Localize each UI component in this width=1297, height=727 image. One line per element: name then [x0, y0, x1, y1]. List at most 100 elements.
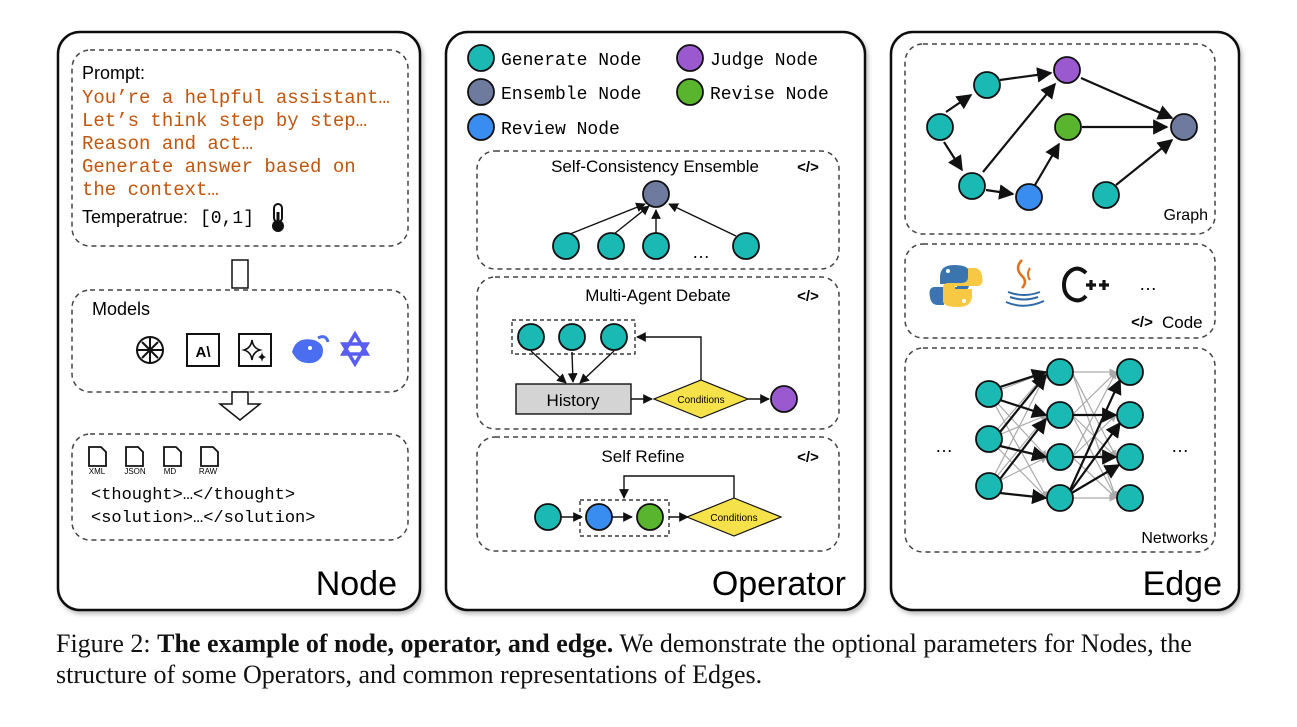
self-refine: Self Refine </> Conditions — [476, 436, 840, 552]
output-neuron — [1116, 484, 1144, 512]
review-node-swatch — [467, 113, 495, 141]
ensemble-title: Self-Consistency Ensemble — [551, 157, 759, 176]
ensemble-node — [642, 180, 670, 208]
flow-arrow — [217, 391, 263, 421]
judge-node — [1053, 56, 1081, 84]
input-neuron — [975, 472, 1003, 500]
prompt-line: the context… — [82, 179, 219, 201]
figure-diagram: Prompt: You’re a helpful assistant… Let’… — [56, 30, 1241, 612]
conditions-label: Conditions — [677, 395, 724, 406]
debate-title: Multi-Agent Debate — [585, 286, 731, 305]
caption-bold: The example of node, operator, and edge. — [157, 629, 614, 658]
networks-ellipsis-right: … — [1171, 436, 1189, 456]
prompt-line: Let’s think step by step… — [82, 110, 367, 132]
code-label: Code — [1162, 313, 1203, 332]
conditions-diamond — [685, 497, 783, 537]
code-icon: </> — [1131, 314, 1153, 331]
generate-node — [973, 71, 1001, 99]
format-box — [71, 433, 409, 541]
generate-node — [558, 323, 586, 351]
legend-label: Review Node — [501, 120, 620, 140]
node-panel: Prompt: You’re a helpful assistant… Let’… — [56, 30, 422, 612]
svg-text:MD: MD — [164, 467, 177, 476]
history-box — [515, 383, 632, 415]
prompt-label: Prompt: — [82, 63, 145, 83]
generate-node — [642, 232, 670, 260]
gemini-icon — [238, 333, 272, 367]
legend: Generate Node Judge Node Ensemble Node R… — [467, 44, 829, 141]
node-panel-title: Node — [316, 565, 397, 603]
openai-icon — [136, 336, 164, 364]
caption-prefix: Figure 2: — [56, 629, 158, 658]
hidden-neuron — [1046, 401, 1074, 429]
generate-node — [517, 323, 545, 351]
thermometer-icon — [272, 203, 284, 232]
generate-node — [732, 232, 760, 260]
output-neuron — [1116, 358, 1144, 386]
hidden-neuron — [1046, 358, 1074, 386]
code-ellipsis: … — [1139, 274, 1157, 294]
multi-agent-debate: Multi-Agent Debate </> History Condition… — [476, 276, 840, 430]
judge-node — [770, 385, 798, 413]
legend-label: Judge Node — [710, 51, 818, 71]
ensemble-node — [1170, 113, 1198, 141]
input-neuron — [975, 425, 1003, 453]
svg-text:A\: A\ — [196, 344, 212, 361]
generate-node — [1092, 181, 1120, 209]
svg-text:XML: XML — [89, 467, 106, 476]
cpp-icon — [1061, 266, 1109, 303]
revise-node — [636, 503, 664, 531]
self-consistency-ensemble: Self-Consistency Ensemble </> … — [476, 150, 840, 270]
qwen-icon — [339, 330, 371, 368]
generate-node — [958, 172, 986, 200]
networks-box: … … Networks — [904, 347, 1216, 553]
generate-node — [926, 113, 954, 141]
caption-text: We demonstrate the optional parameters f… — [56, 629, 1192, 689]
python-icon — [929, 265, 983, 307]
anthropic-icon: A\ — [186, 333, 220, 367]
generate-node — [552, 232, 580, 260]
raw-file-icon: RAW — [199, 446, 219, 476]
code-box: … </> Code — [904, 243, 1216, 339]
prompt-line: You’re a helpful assistant… — [82, 87, 390, 109]
json-file-icon: JSON — [124, 446, 146, 476]
hidden-neuron — [1046, 443, 1074, 471]
operator-panel-title: Operator — [712, 565, 846, 603]
conditions-label: Conditions — [710, 513, 757, 524]
deepseek-icon — [292, 335, 330, 364]
figure-caption: Figure 2: The example of node, operator,… — [56, 628, 1256, 690]
output-neuron — [1116, 401, 1144, 429]
prompt-line: Generate answer based on — [82, 156, 356, 178]
review-node — [585, 503, 613, 531]
edge-panel-title: Edge — [1143, 565, 1222, 603]
generate-node — [600, 323, 628, 351]
code-icon: </> — [797, 449, 819, 466]
java-icon — [1005, 259, 1045, 307]
svg-text:JSON: JSON — [124, 467, 146, 476]
ellipsis: … — [692, 242, 710, 262]
format-line: <thought>…</thought> — [91, 486, 295, 505]
format-line: <solution>…</solution> — [91, 509, 315, 528]
temperature-label: Temperatrue: — [82, 207, 188, 227]
generate-node — [597, 232, 625, 260]
prompt-line: Reason and act… — [82, 133, 253, 155]
refine-title: Self Refine — [601, 447, 684, 466]
legend-label: Generate Node — [501, 51, 641, 71]
networks-label: Networks — [1141, 530, 1208, 547]
code-icon: </> — [797, 288, 819, 305]
revise-node-swatch — [676, 78, 704, 106]
output-neuron — [1116, 443, 1144, 471]
operator-panel: Generate Node Judge Node Ensemble Node R… — [444, 30, 867, 612]
generate-node — [534, 503, 562, 531]
hidden-neuron — [1046, 484, 1074, 512]
judge-node-swatch — [676, 44, 704, 72]
xml-file-icon: XML — [88, 446, 107, 476]
input-neuron — [975, 380, 1003, 408]
flow-arrow — [231, 259, 249, 289]
svg-text:RAW: RAW — [199, 467, 218, 476]
history-label: History — [547, 391, 600, 410]
graph-box: Graph — [904, 43, 1216, 235]
models-label: Models — [92, 299, 150, 319]
conditions-diamond — [652, 379, 750, 419]
graph-label: Graph — [1164, 207, 1208, 224]
